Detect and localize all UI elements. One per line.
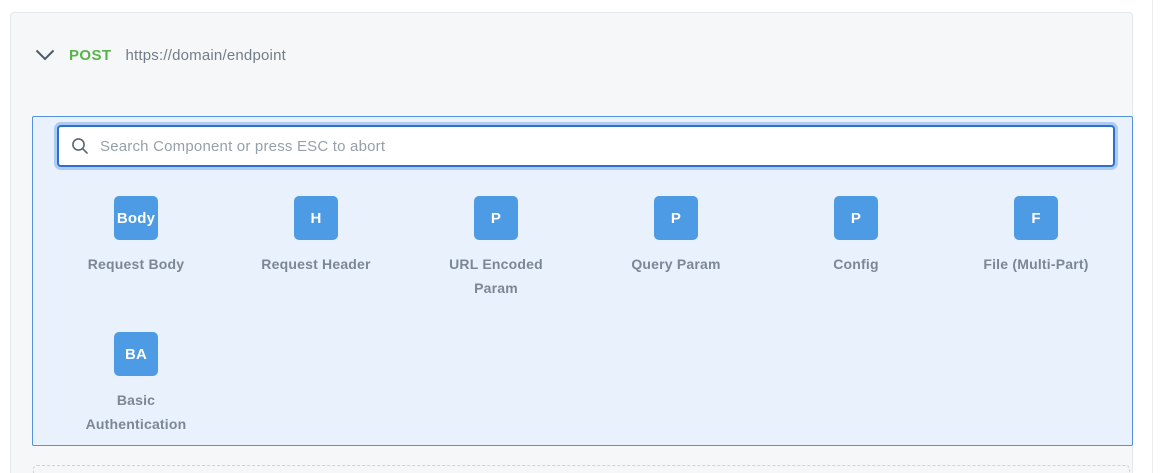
component-item-basic-authentication[interactable]: BA Basic Authentication	[46, 332, 226, 436]
component-label: Query Param	[631, 256, 721, 272]
component-badge: P	[474, 196, 518, 240]
component-item-file-multi-part[interactable]: F File (Multi-Part)	[946, 196, 1126, 300]
component-item-url-encoded-param[interactable]: P URL Encoded Param	[406, 196, 586, 300]
component-search-input[interactable]	[100, 137, 1101, 155]
request-card: POST https://domain/endpoint BodyRequest…	[10, 12, 1133, 473]
request-url: https://domain/endpoint	[125, 46, 286, 64]
component-badge: H	[294, 196, 338, 240]
chevron-down-icon[interactable]	[35, 49, 55, 61]
component-label: Request Body	[87, 256, 185, 272]
component-label: Basic Authentication	[85, 392, 187, 432]
component-label: File (Multi-Part)	[983, 256, 1089, 272]
component-badge: P	[834, 196, 878, 240]
component-badge: Body	[114, 196, 158, 240]
component-label: Request Header	[261, 256, 371, 272]
request-header-row[interactable]: POST https://domain/endpoint	[35, 45, 1132, 65]
component-item-config[interactable]: P Config	[766, 196, 946, 300]
component-item-request-header[interactable]: H Request Header	[226, 196, 406, 300]
component-badge: P	[654, 196, 698, 240]
component-badge: BA	[114, 332, 158, 376]
component-search-box[interactable]	[57, 125, 1115, 167]
component-badge: F	[1014, 196, 1058, 240]
next-request-placeholder[interactable]	[33, 465, 1130, 473]
component-item-query-param[interactable]: P Query Param	[586, 196, 766, 300]
pane-divider	[1152, 0, 1153, 473]
component-label: Config	[833, 256, 879, 272]
request-method-badge: POST	[69, 46, 112, 64]
component-label: URL Encoded Param	[449, 256, 543, 296]
search-icon	[71, 137, 89, 155]
